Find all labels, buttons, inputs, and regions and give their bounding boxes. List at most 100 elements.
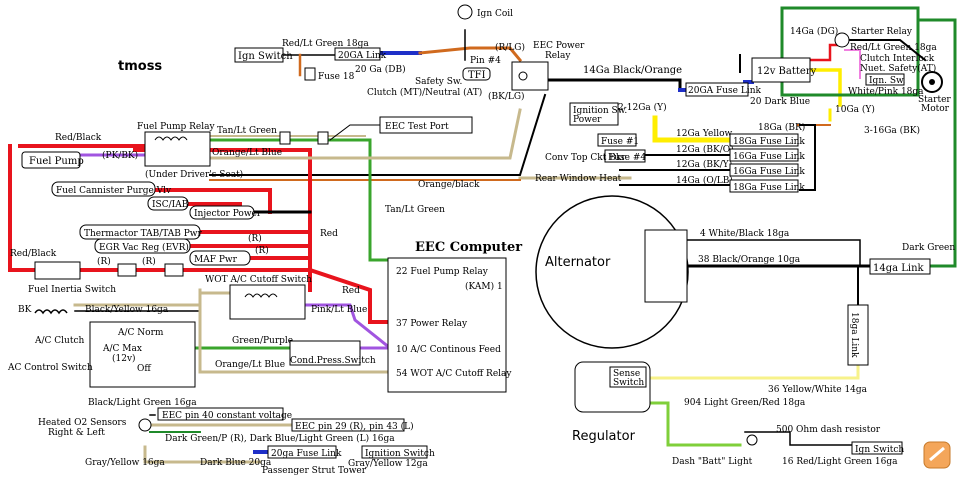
wot-cutoff-box: [229, 284, 306, 320]
o2-heated-label-2: Right & Left: [48, 428, 105, 438]
egr-label: EGR Vac Reg (EVR): [99, 242, 189, 253]
injector-power-box: [189, 205, 255, 220]
ign-sw-small-label: Ign. Sw.: [869, 76, 906, 86]
ign-switch-2-label: Ign Switch: [855, 445, 904, 455]
egr-box: [94, 238, 191, 254]
wire-red-main: [133, 144, 312, 292]
fuse18-label: Fuse 18: [318, 72, 355, 82]
wire-orange-ltblue-1: [208, 108, 522, 160]
rear-heat-label: Rear Window Heat: [535, 174, 622, 184]
fuel-pump-relay-box: [144, 131, 211, 167]
w-14ga-olb-label: 14Ga (O/LB): [676, 175, 733, 186]
connector-1: [279, 131, 291, 145]
tfi-label: TFI: [468, 70, 486, 81]
wire-w4: [687, 239, 861, 267]
ac-control-box: [89, 321, 196, 388]
wire-batt-red: [808, 43, 840, 62]
bk-lg-label: (BK/LG): [488, 91, 525, 102]
fuse18-box: [304, 67, 316, 81]
dark-green-label: Dark Green: [902, 243, 955, 253]
battery-label: 12v Battery: [757, 66, 817, 77]
rectifier-box: [644, 229, 688, 303]
orange-lt-blue-label-2: Orange/Lt Blue: [215, 360, 285, 370]
red-label-1: Red: [320, 229, 338, 239]
link-18-1-label: 18Ga Fuse Link: [733, 137, 805, 147]
link14-box: [869, 258, 931, 275]
fuel-pump-relay-label: Fuel Pump Relay: [137, 122, 215, 132]
wire-o2-pass: [143, 445, 262, 464]
battery-box: [751, 57, 811, 83]
r-mark-3: (R): [97, 256, 111, 267]
off-label: Off: [137, 364, 151, 374]
tfi-box: [462, 67, 491, 81]
w-12ga-yellow-label: 12Ga Yellow: [676, 129, 733, 139]
cond-press-label: Cond.Press.Switch: [290, 356, 376, 366]
eec-computer-label: EEC Computer: [415, 240, 522, 255]
wire-yellow-white: [648, 363, 860, 380]
eec-pin40-label: EEC pin 40 constant voltage: [162, 411, 292, 421]
eec-test-port-box: [379, 116, 473, 134]
ac-control-label: AC Control Switch: [7, 363, 93, 373]
regulator-label: Regulator: [572, 429, 636, 444]
pin37-label: 37 Power Relay: [396, 319, 468, 329]
w4-label: 4 White/Black 18ga: [700, 229, 790, 239]
bk-label: BK: [18, 305, 32, 315]
w-2-12ga-y-label: 2-12Ga (Y): [618, 102, 667, 113]
w38-label: 38 Black/Orange 10ga: [698, 255, 801, 265]
eec-power-relay-coil-icon: [518, 71, 528, 81]
o2-heated-label-1: Heated O2 Sensors: [38, 418, 127, 428]
link-18-2-label: 18Ga Fuse Link: [733, 183, 805, 193]
fuel-pump-box: [21, 151, 81, 169]
red-black-label-1: Red/Black: [55, 133, 102, 143]
sense-switch-box: [609, 366, 647, 388]
gray-yellow-16-label: Gray/Yellow 16ga: [85, 458, 165, 468]
r-lg-18-label: Red/Lt Green 18ga: [850, 43, 937, 53]
connector-2: [317, 131, 329, 145]
ignition-sw-power-label-1: Ignition Sw.: [573, 106, 627, 116]
starter-relay-icon: [834, 32, 850, 48]
fuse1-box: [597, 133, 637, 147]
w14ga-dg-label: 14Ga (DG): [790, 26, 838, 37]
o2-bk-lg-label: Black/Light Green 16ga: [88, 398, 197, 408]
dash-res-label: 500 Ohm dash resistor: [776, 425, 881, 435]
tan-lt-green-label-1: Tan/Lt Green: [217, 126, 277, 136]
r-mark-1: (R): [248, 233, 262, 244]
ign-switch-3-box: [361, 445, 428, 459]
ac-max-label-1: A/C Max: [102, 344, 142, 354]
wire-eec-test-port: [329, 124, 381, 141]
w-12ga-bk-y-label: 12Ga (BK/Y): [676, 159, 732, 170]
eec-power-relay-label-2: Relay: [545, 51, 571, 61]
alternator-label: Alternator: [545, 255, 611, 270]
dash-batt-light-icon: [746, 434, 758, 446]
conv-top-label: Conv Top Ckt Bkr: [545, 153, 626, 163]
db20-label: Dark Blue 20ga: [200, 458, 272, 468]
interlock-label-2: Nuet. Safety(AT): [860, 63, 936, 74]
eec-computer-box: [387, 257, 507, 393]
wire-batt-yellow: [808, 68, 842, 107]
link-18-2-box: [729, 179, 799, 193]
link-16-2-label: 16Ga Fuse Link: [733, 167, 805, 177]
connector-4: [164, 263, 184, 277]
fuse4-label: Fuse #4: [608, 153, 646, 163]
starter-motor-center-icon: [929, 79, 935, 85]
wire-coil-orange: [418, 46, 523, 63]
fuel-canister-label: Fuel Cannister Purge Vlv: [56, 186, 172, 196]
fuse1-label: Fuse #1: [601, 137, 639, 147]
pk-bk-label: (PK/BK): [102, 150, 138, 161]
pin10-label: 10 A/C Continous Feed: [396, 345, 501, 355]
link-16-2-box: [729, 163, 799, 177]
link-18-1-box: [729, 133, 799, 147]
wire-20-db-label: 20 Dark Blue: [750, 97, 810, 107]
wire-904-green: [648, 401, 742, 447]
eec-test-port-label: EEC Test Port: [385, 122, 449, 132]
o2-sensor-icon: [138, 418, 152, 432]
r-mark-4: (R): [142, 256, 156, 267]
pin54-label: 54 WOT A/C Cutoff Relay: [396, 369, 512, 379]
orange-black-label: Orange/black: [418, 180, 480, 190]
pin22-label: 22 Fuel Pump Relay: [396, 267, 489, 277]
r-lg-label-2: (R/LG): [495, 42, 525, 53]
w-pk-18-label: White/Pink 18ga: [848, 87, 924, 97]
wot-coil-icon: [244, 293, 278, 298]
gray-yellow-12-label: Gray/Yellow 12ga: [348, 459, 428, 469]
